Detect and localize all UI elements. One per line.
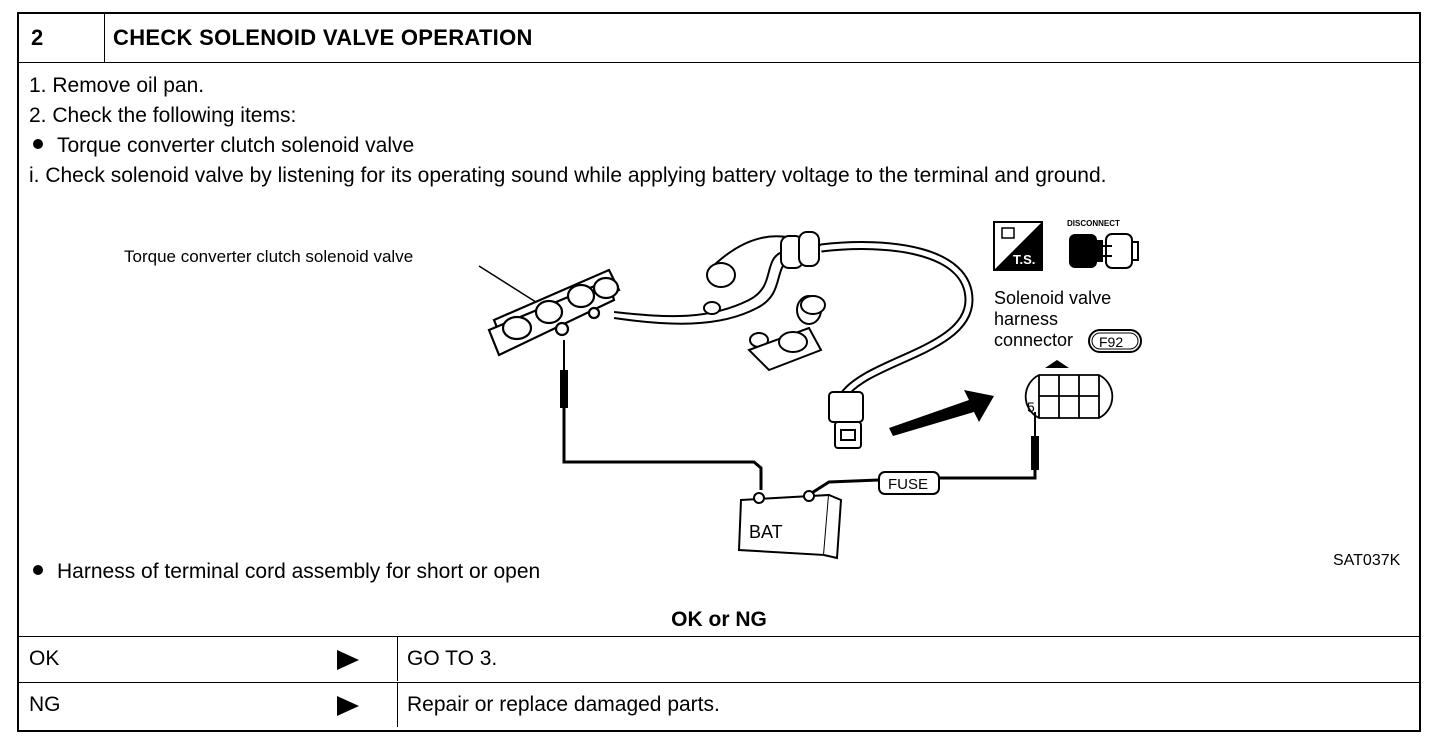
fuse-icon: FUSE <box>878 471 940 495</box>
step-number: 2 <box>19 14 105 62</box>
bullet-text: Torque converter clutch solenoid valve <box>57 134 415 157</box>
disconnect-label: DISCONNECT <box>1067 219 1120 228</box>
solenoid-valve-icon <box>487 268 621 357</box>
harness-grommet-icon <box>780 231 826 315</box>
solenoid-label: Torque converter clutch solenoid valve <box>124 247 413 266</box>
svg-text:T.S.: T.S. <box>1013 252 1035 267</box>
connector-label-1: Solenoid valve <box>994 288 1111 308</box>
battery-icon: BAT <box>737 490 843 560</box>
step-header: 2 CHECK SOLENOID VALVE OPERATION <box>19 14 1419 63</box>
solenoid-diagram: Torque converter clutch solenoid valve <box>124 219 1401 569</box>
arrow-right-icon <box>337 696 359 716</box>
connector-label-3: connector <box>994 330 1073 350</box>
result-label: OK or NG <box>671 608 767 631</box>
disconnect-icon <box>1069 233 1139 269</box>
divider <box>19 682 1419 683</box>
connector-lock-icon <box>1045 360 1069 368</box>
svg-text:BAT: BAT <box>749 522 783 542</box>
ts-icon: T.S. <box>993 221 1043 271</box>
harness-clip-icon <box>703 262 823 372</box>
connector-code-badge: F92 <box>1088 329 1142 353</box>
result-condition: OK <box>29 647 60 670</box>
bullet-icon <box>33 139 43 150</box>
divider <box>397 637 398 681</box>
probe-icon <box>1031 436 1039 470</box>
instruction-1: 1. Remove oil pan. <box>29 74 205 97</box>
result-row-ok: OK GO TO 3. <box>19 637 1419 681</box>
bullet-icon <box>33 565 43 576</box>
probe-icon <box>560 370 568 408</box>
divider <box>397 683 398 727</box>
step-title: CHECK SOLENOID VALVE OPERATION <box>113 25 533 50</box>
bullet-harness: Harness of terminal cord assembly for sh… <box>33 560 540 584</box>
instruction-2: 2. Check the following items: <box>29 104 297 127</box>
result-row-ng: NG Repair or replace damaged parts. <box>19 683 1419 727</box>
terminal-number: 5 <box>1027 399 1035 415</box>
direction-arrow-icon <box>889 390 994 436</box>
arrow-right-icon <box>337 650 359 670</box>
connector-face-icon <box>1024 374 1114 419</box>
divider <box>19 636 1419 637</box>
instruction-i: i. Check solenoid valve by listening for… <box>29 164 1107 187</box>
bullet-torque-converter: Torque converter clutch solenoid valve <box>33 134 414 158</box>
procedure-table: 2 CHECK SOLENOID VALVE OPERATION 1. Remo… <box>17 12 1421 732</box>
result-action: Repair or replace damaged parts. <box>407 693 720 716</box>
result-condition: NG <box>29 693 61 716</box>
figure-code: SAT037K <box>1333 552 1401 569</box>
harness-plug-icon <box>828 391 864 449</box>
svg-text:F92: F92 <box>1099 334 1123 350</box>
bullet-text: Harness of terminal cord assembly for sh… <box>57 560 541 583</box>
svg-text:FUSE: FUSE <box>888 476 928 493</box>
connector-label-2: harness <box>994 309 1058 329</box>
result-action: GO TO 3. <box>407 647 498 670</box>
